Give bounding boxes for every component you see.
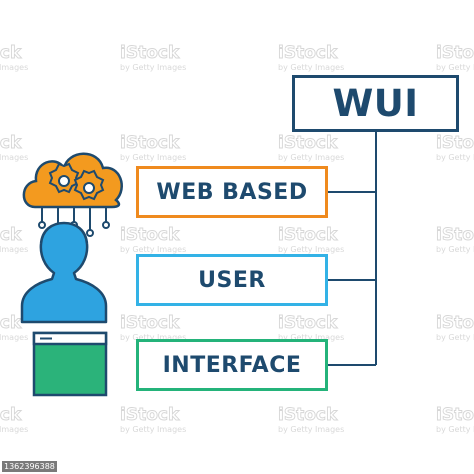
watermark-credit: by Getty Images — [436, 63, 474, 72]
watermark-brand: iStock — [120, 225, 180, 245]
watermark-credit: by Getty Images — [278, 333, 344, 342]
watermark-credit: by Getty Images — [278, 425, 344, 434]
title-text: WUI — [332, 82, 419, 125]
web-based-label: WEB BASED — [156, 179, 308, 205]
watermark-credit: by Getty Images — [278, 245, 344, 254]
web-based-box: WEB BASED — [136, 166, 328, 218]
watermark-brand: iStock — [120, 313, 180, 333]
watermark-brand: iStock — [120, 133, 180, 153]
watermark-credit: by Getty Images — [120, 425, 186, 434]
watermark-brand: iStock — [0, 405, 22, 425]
stock-id-label: 1362396388 — [2, 461, 57, 472]
watermark-brand: iStock — [120, 405, 180, 425]
user-label: USER — [198, 267, 266, 293]
watermark-credit: by Getty Images — [278, 63, 344, 72]
watermark-brand: iStock — [0, 133, 22, 153]
user-box: USER — [136, 254, 328, 306]
watermark-brand: iStock — [278, 405, 338, 425]
watermark-credit: by Getty Images — [0, 153, 28, 162]
watermark-credit: by Getty Images — [0, 333, 28, 342]
watermark-credit: by Getty Images — [436, 245, 474, 254]
watermark-brand: iStock — [278, 43, 338, 63]
watermark-brand: iStock — [120, 43, 180, 63]
watermark-credit: by Getty Images — [0, 425, 28, 434]
watermark-credit: by Getty Images — [0, 63, 28, 72]
watermark-brand: iStock — [436, 43, 474, 63]
watermark-brand: iStock — [436, 313, 474, 333]
watermark-credit: by Getty Images — [120, 63, 186, 72]
watermark-brand: iStock — [278, 133, 338, 153]
watermark-credit: by Getty Images — [278, 153, 344, 162]
watermark-credit: by Getty Images — [0, 245, 28, 254]
watermark-brand: iStock — [278, 313, 338, 333]
watermark-brand: iStock — [436, 133, 474, 153]
watermark-credit: by Getty Images — [436, 153, 474, 162]
interface-box: INTERFACE — [136, 339, 328, 391]
watermark-credit: by Getty Images — [436, 333, 474, 342]
watermark-credit: by Getty Images — [436, 425, 474, 434]
watermark-brand: iStock — [0, 43, 22, 63]
watermark-brand: iStock — [0, 225, 22, 245]
watermark-brand: iStock — [0, 313, 22, 333]
title-box: WUI — [292, 75, 459, 132]
watermark-brand: iStock — [436, 405, 474, 425]
watermark-brand: iStock — [278, 225, 338, 245]
watermark-brand: iStock — [436, 225, 474, 245]
watermark-credit: by Getty Images — [120, 333, 186, 342]
watermark-credit: by Getty Images — [120, 153, 186, 162]
interface-label: INTERFACE — [162, 352, 302, 378]
watermark-credit: by Getty Images — [120, 245, 186, 254]
